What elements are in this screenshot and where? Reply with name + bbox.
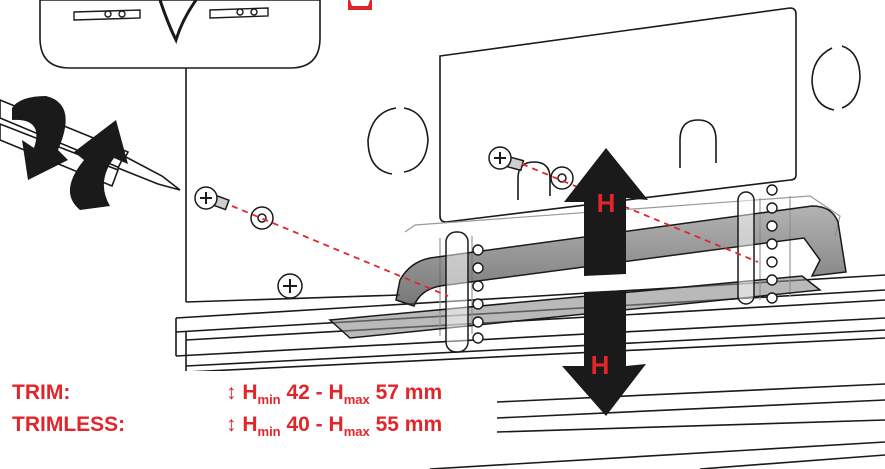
warning-triangle-icon	[348, 0, 372, 10]
max-value: 57	[375, 381, 399, 404]
h-letter: H	[328, 381, 344, 404]
height-label-upper: H	[597, 188, 616, 218]
spec-range: ↕ Hmin 40 - Hmax 55 mm	[226, 413, 443, 439]
spec-label: TRIM:	[12, 381, 71, 404]
up-down-arrow-glyph: ↕	[226, 381, 237, 404]
h-letter: H	[328, 413, 344, 436]
up-down-arrow-icon	[562, 148, 648, 416]
screw-icon	[277, 273, 303, 299]
rotation-arrows-icon	[12, 96, 128, 210]
upper-screw-assembly	[488, 146, 574, 190]
spec-row-trim: TRIM: ↕ Hmin 42 - Hmax 57 mm	[0, 377, 497, 409]
max-subscript: max	[343, 424, 370, 439]
max-value: 55	[375, 413, 399, 436]
alignment-lines	[231, 163, 759, 297]
left-screw-assembly	[194, 186, 274, 230]
height-label-lower: H	[591, 350, 610, 380]
spec-row-trimless: TRIMLESS: ↕ Hmin 40 - Hmax 55 mm	[0, 409, 497, 441]
max-subscript: max	[343, 392, 370, 407]
height-spec-table: TRIM: ↕ Hmin 42 - Hmax 57 mm TRIMLESS: ↕…	[0, 371, 497, 447]
cutouts	[367, 45, 861, 175]
min-value: 42	[286, 381, 310, 404]
h-letter: H	[242, 381, 258, 404]
unit: mm	[404, 413, 443, 436]
mounting-plate	[439, 7, 797, 223]
up-down-arrow-glyph: ↕	[226, 413, 237, 436]
spec-label: TRIMLESS:	[12, 413, 126, 436]
h-letter: H	[242, 413, 258, 436]
min-subscript: min	[257, 392, 281, 407]
detail-callout	[39, 0, 321, 69]
min-value: 40	[286, 413, 310, 436]
spec-range: ↕ Hmin 42 - Hmax 57 mm	[226, 381, 443, 407]
unit: mm	[404, 381, 443, 404]
min-subscript: min	[257, 424, 281, 439]
